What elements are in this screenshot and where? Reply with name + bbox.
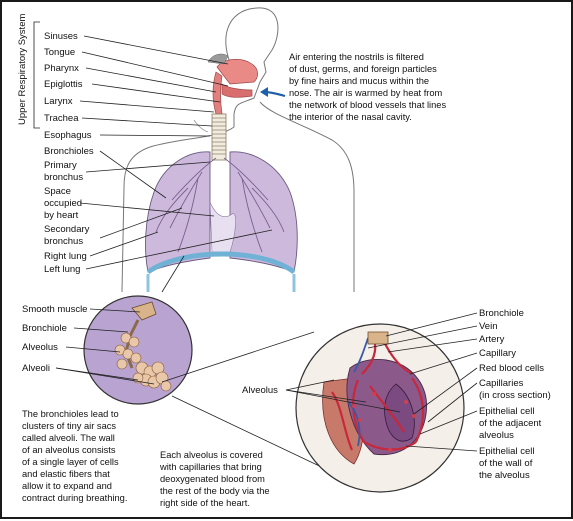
label-alveoli: Alveoli bbox=[22, 363, 50, 374]
label-alveolus-left: Alveolus bbox=[22, 342, 58, 353]
label-trachea: Trachea bbox=[44, 113, 79, 124]
label-bronchiole-left: Bronchiole bbox=[22, 323, 67, 334]
svg-text:the network of blood vessels t: the network of blood vessels that lines bbox=[289, 100, 446, 110]
label-right-lung: Right lung bbox=[44, 251, 87, 262]
label-space: Space bbox=[44, 186, 71, 197]
label-capillary: Capillary bbox=[479, 348, 516, 359]
alveolus-note: Each alveolus is covered with capillarie… bbox=[159, 450, 270, 508]
svg-text:and elastic fibers that: and elastic fibers that bbox=[22, 469, 110, 479]
upper-labels: Sinuses Tongue Pharynx Epiglottis Larynx… bbox=[44, 31, 229, 127]
capillary-labels: Alveolus Bronchiole Vein Artery Capillar… bbox=[242, 308, 551, 481]
label-vein: Vein bbox=[479, 321, 498, 332]
label-red-blood-cells: Red blood cells bbox=[479, 363, 544, 374]
svg-text:nose. The air is warmed by hea: nose. The air is warmed by heat from bbox=[289, 88, 443, 98]
svg-text:The bronchioles lead to: The bronchioles lead to bbox=[22, 409, 119, 419]
label-by-heart: by heart bbox=[44, 210, 79, 221]
nasal-cavity bbox=[207, 53, 258, 115]
capillary-inset bbox=[295, 323, 465, 493]
svg-text:allow it to expand and: allow it to expand and bbox=[22, 481, 112, 491]
label-smooth-muscle: Smooth muscle bbox=[22, 304, 87, 315]
svg-text:of a single layer of cells: of a single layer of cells bbox=[22, 457, 119, 467]
label-sinuses: Sinuses bbox=[44, 31, 78, 42]
label-cross-section: (in cross section) bbox=[479, 390, 551, 401]
label-artery: Artery bbox=[479, 334, 505, 345]
label-left-lung: Left lung bbox=[44, 264, 80, 275]
lower-labels: Esophagus Bronchioles Primary bronchus S… bbox=[44, 130, 273, 275]
svg-text:right side of the heart.: right side of the heart. bbox=[160, 498, 250, 508]
label-epithelial-wall-1: Epithelial cell bbox=[479, 446, 534, 457]
svg-text:Each alveolus is covered: Each alveolus is covered bbox=[160, 450, 263, 460]
nose-note: Air entering the nostrils is filtered of… bbox=[289, 52, 446, 122]
svg-text:of dust, germs, and foreign pa: of dust, germs, and foreign particles bbox=[289, 64, 437, 74]
svg-text:of an alveolus consists: of an alveolus consists bbox=[22, 445, 116, 455]
label-primary: Primary bbox=[44, 160, 77, 171]
label-secondary: Secondary bbox=[44, 224, 90, 235]
svg-text:deoxygenated blood from: deoxygenated blood from bbox=[160, 474, 265, 484]
svg-text:contract during breathing.: contract during breathing. bbox=[22, 493, 127, 503]
upper-respiratory-label: Upper Respiratory System bbox=[17, 14, 28, 125]
airflow-arrow bbox=[260, 87, 286, 98]
label-esophagus: Esophagus bbox=[44, 130, 92, 141]
label-pharynx: Pharynx bbox=[44, 63, 79, 74]
label-alveolus-right: Alveolus bbox=[242, 385, 278, 396]
label-occupied: occupied bbox=[44, 198, 82, 209]
lungs bbox=[145, 151, 298, 292]
label-larynx: Larynx bbox=[44, 96, 73, 107]
label-epithelial-adjacent-1: Epithelial cell bbox=[479, 406, 534, 417]
svg-text:called alveoli. The wall: called alveoli. The wall bbox=[22, 433, 115, 443]
label-epithelial-wall-3: the alveolus bbox=[479, 470, 530, 481]
bronchioles-note: The bronchioles lead to clusters of tiny… bbox=[22, 409, 127, 503]
label-bronchioles: Bronchioles bbox=[44, 146, 94, 157]
label-epithelial-wall-2: of the wall of bbox=[479, 458, 533, 469]
svg-text:with capillaries that bring: with capillaries that bring bbox=[159, 462, 262, 472]
svg-text:clusters of tiny air sacs: clusters of tiny air sacs bbox=[22, 421, 116, 431]
svg-text:by fine hairs and mucus within: by fine hairs and mucus within the bbox=[289, 76, 429, 86]
label-bronchiole-right: Bronchiole bbox=[479, 308, 524, 319]
svg-text:the rest of the body via the: the rest of the body via the bbox=[160, 486, 270, 496]
trachea bbox=[211, 113, 227, 161]
body-outline bbox=[121, 7, 355, 293]
svg-text:the interior of the nasal cavi: the interior of the nasal cavity. bbox=[289, 112, 412, 122]
label-epithelial-adjacent-2: of the adjacent bbox=[479, 418, 542, 429]
label-bronchus: bronchus bbox=[44, 172, 83, 183]
label-tongue: Tongue bbox=[44, 47, 75, 58]
label-capillaries: Capillaries bbox=[479, 378, 524, 389]
label-epiglottis: Epiglottis bbox=[44, 79, 83, 90]
svg-text:Air entering the nostrils is f: Air entering the nostrils is filtered bbox=[289, 52, 424, 62]
label-secondary-bronchus: bronchus bbox=[44, 236, 83, 247]
label-epithelial-adjacent-3: alveolus bbox=[479, 430, 514, 441]
upper-respiratory-bracket: Upper Respiratory System bbox=[17, 14, 40, 129]
alveoli-inset: Smooth muscle Bronchiole Alveolus Alveol… bbox=[22, 255, 193, 405]
